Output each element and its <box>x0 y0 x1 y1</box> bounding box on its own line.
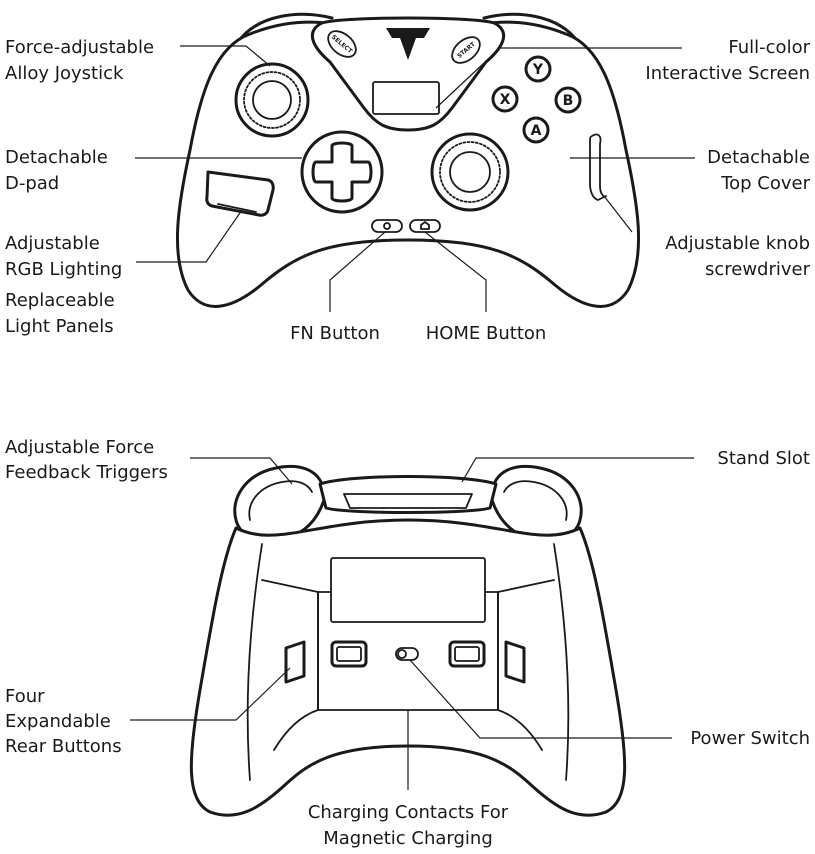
face-button-y[interactable]: Y <box>524 55 552 83</box>
front-controller: SELECT START Y <box>176 12 640 308</box>
screen-label-line1: Full-color <box>728 37 810 58</box>
rgb-label-line1: Adjustable <box>5 233 100 254</box>
power-switch-label: Power Switch <box>690 728 810 749</box>
rear-button-inner-left[interactable] <box>330 640 368 668</box>
knob-label-line2: screwdriver <box>705 259 811 280</box>
joystick-label-line1: Force-adjustable <box>5 37 154 58</box>
svg-text:X: X <box>500 92 511 108</box>
triggers-label-line2: Feedback Triggers <box>5 462 168 483</box>
charging-label-line2: Magnetic Charging <box>323 828 493 849</box>
rear-button-outer-right[interactable] <box>504 640 526 684</box>
rear-buttons-label-line2: Expandable <box>5 711 111 732</box>
back-controller <box>189 464 627 817</box>
back-screen-area <box>330 557 486 623</box>
knob-screwdriver[interactable] <box>589 133 607 201</box>
fn-button-label: FN Button <box>290 323 380 344</box>
panels-label-line2: Light Panels <box>5 316 114 337</box>
rear-button-inner-right[interactable] <box>448 640 486 668</box>
charging-label-line1: Charging Contacts For <box>308 802 509 823</box>
top-cover-label-line1: Detachable <box>707 147 810 168</box>
rear-buttons-label-line1: Four <box>5 686 45 707</box>
light-panel <box>205 170 275 217</box>
svg-text:Y: Y <box>532 62 544 78</box>
brand-logo <box>386 28 430 60</box>
panels-label-line1: Replaceable <box>5 290 115 311</box>
front-leader-lines <box>135 45 695 312</box>
rear-buttons-label-line3: Rear Buttons <box>5 736 122 757</box>
rgb-label-line2: RGB Lighting <box>5 259 122 280</box>
right-joystick[interactable] <box>430 132 510 212</box>
knob-label-line1: Adjustable knob <box>665 233 810 254</box>
top-cover-label-line2: Top Cover <box>720 173 810 194</box>
select-button[interactable]: SELECT <box>323 26 360 62</box>
face-button-a[interactable]: A <box>522 116 550 144</box>
back-leader-lines <box>130 457 694 790</box>
rear-button-outer-left[interactable] <box>284 640 306 684</box>
dpad-label-line2: D-pad <box>5 173 59 194</box>
home-button-label: HOME Button <box>426 323 547 344</box>
joystick-label-line2: Alloy Joystick <box>5 63 124 84</box>
dpad[interactable] <box>300 130 384 214</box>
interactive-screen <box>372 81 440 115</box>
back-body-outline <box>189 518 627 817</box>
face-button-b[interactable]: B <box>554 86 582 114</box>
dpad-label-line1: Detachable <box>5 147 108 168</box>
start-button[interactable]: START <box>447 32 484 68</box>
face-button-x[interactable]: X <box>491 85 519 113</box>
home-button[interactable] <box>409 219 441 233</box>
triggers-label-line1: Adjustable Force <box>5 437 154 458</box>
svg-text:B: B <box>563 93 574 109</box>
screen-label-line2: Interactive Screen <box>645 63 810 84</box>
power-switch[interactable] <box>395 647 419 661</box>
left-joystick[interactable] <box>234 62 310 138</box>
fn-button[interactable] <box>371 219 403 233</box>
stand-slot-label: Stand Slot <box>717 448 810 469</box>
svg-text:A: A <box>531 123 542 139</box>
